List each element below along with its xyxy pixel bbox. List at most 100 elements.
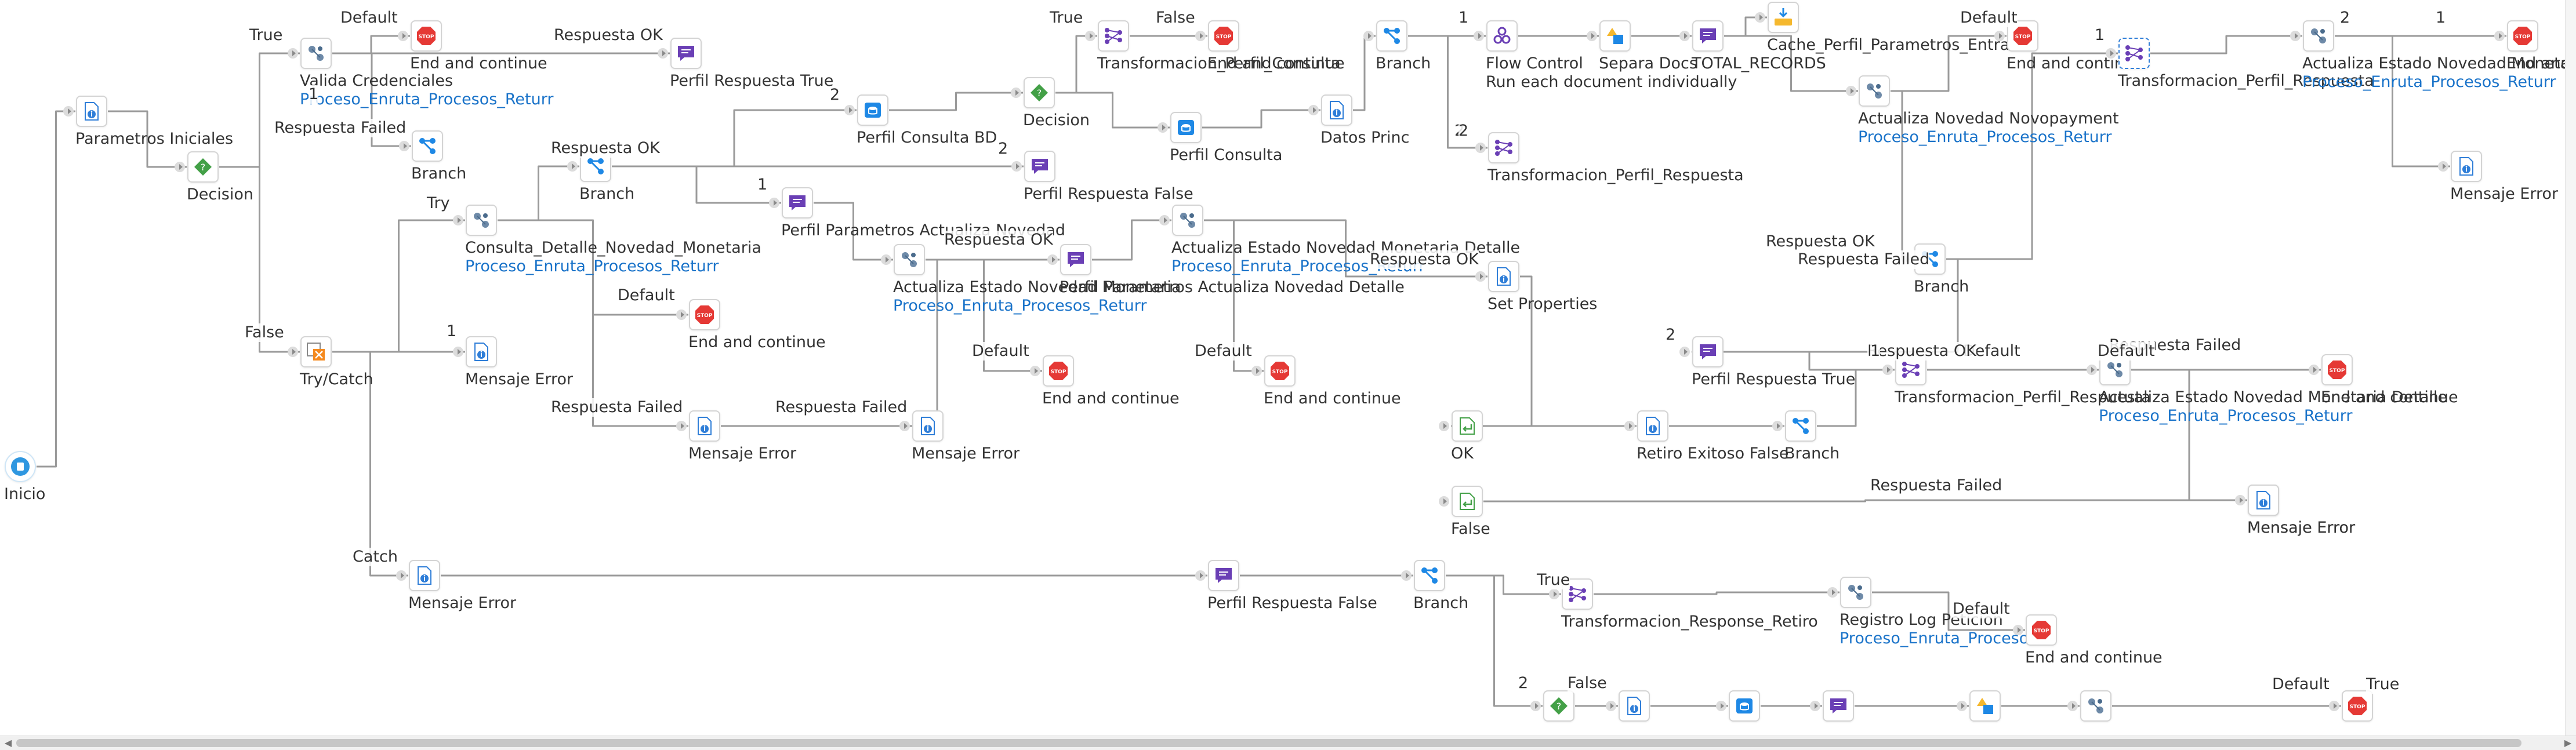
connector-handle[interactable] [453, 215, 463, 225]
connector-handle[interactable] [2438, 161, 2448, 172]
connector-handle[interactable] [1439, 421, 1449, 431]
connector-line[interactable] [1483, 499, 2247, 503]
decision-node[interactable]: ? [187, 151, 219, 183]
connector-line[interactable] [37, 110, 75, 468]
stop-node[interactable]: STOP [2321, 354, 2353, 385]
connector-handle[interactable] [2067, 701, 2078, 711]
connector-handle[interactable] [2309, 365, 2319, 375]
connector-line[interactable] [1408, 35, 1487, 149]
ok-return-node[interactable] [1452, 410, 1483, 442]
connector-handle[interactable] [1810, 701, 1820, 711]
connector-line[interactable] [612, 165, 781, 204]
connector-handle[interactable] [453, 347, 463, 357]
connector-line[interactable] [1353, 35, 1376, 111]
connector-handle[interactable] [2013, 625, 2023, 635]
connector-handle[interactable] [2106, 48, 2116, 59]
connector-handle[interactable] [1195, 570, 1206, 581]
subprocess-link[interactable]: Proceso_Enruta_Procesos_Returr [1858, 128, 2112, 146]
retiro-exitoso-false-node[interactable] [1637, 410, 1668, 442]
connector-handle[interactable] [1159, 215, 1170, 225]
connector-handle[interactable] [1011, 161, 1022, 172]
message-node[interactable] [1823, 690, 1854, 722]
connector-handle[interactable] [1846, 86, 1856, 96]
process-node[interactable] [2080, 690, 2111, 722]
connector-handle[interactable] [769, 198, 779, 208]
branch-node[interactable] [1376, 20, 1407, 52]
connector-handle[interactable] [1882, 365, 1893, 375]
actualiza-estado-detalle-node[interactable] [2303, 20, 2334, 52]
connector-line[interactable] [498, 165, 579, 221]
scrollbar-thumb[interactable] [16, 739, 2521, 747]
connector-handle[interactable] [2235, 495, 2245, 505]
stop-node[interactable]: STOP [1208, 20, 1239, 52]
connector-handle[interactable] [2087, 365, 2097, 375]
separa-docs-node[interactable] [1599, 20, 1631, 52]
connector-line[interactable] [1946, 52, 2118, 260]
perfil-respuesta-true-node[interactable] [670, 38, 702, 69]
stop-node[interactable]: STOP [2026, 614, 2057, 646]
scroll-left-arrow-icon[interactable]: ◀ [4, 737, 12, 748]
perfil-parametros-node[interactable] [782, 187, 813, 219]
connector-handle[interactable] [175, 162, 185, 172]
connector-handle[interactable] [1772, 421, 1783, 431]
connector-handle[interactable] [1755, 12, 1765, 23]
connector-handle[interactable] [676, 421, 687, 431]
stop-node[interactable]: STOP [1264, 355, 1296, 387]
stop-node[interactable]: STOP [1043, 355, 1074, 387]
branch-node[interactable] [412, 130, 443, 162]
mensaje-error-node[interactable] [689, 410, 720, 442]
registro-log-peticion-node[interactable] [1840, 577, 1871, 608]
connector-handle[interactable] [1549, 589, 1559, 599]
scroll-right-arrow-icon[interactable]: ▶ [2564, 737, 2572, 748]
actualiza-estado-novedad-node[interactable] [894, 244, 925, 275]
connector-line[interactable] [1202, 109, 1320, 129]
connector-line[interactable] [2150, 35, 2302, 54]
info-node[interactable] [1619, 690, 1650, 722]
mensaje-error-node[interactable] [466, 336, 497, 367]
connector-handle[interactable] [1475, 271, 1486, 282]
connector-handle[interactable] [1158, 122, 1168, 133]
stop-node[interactable]: STOP [411, 20, 442, 52]
connector-handle[interactable] [844, 105, 855, 115]
branch-node[interactable] [1914, 243, 1946, 275]
connector-handle[interactable] [288, 347, 298, 357]
false-return-node[interactable] [1452, 486, 1483, 517]
decision-node[interactable]: ? [1024, 77, 1055, 108]
actualiza-estado-detalle-node[interactable] [1172, 205, 1203, 236]
branch-node[interactable] [1414, 560, 1445, 591]
connector-handle[interactable] [399, 141, 409, 151]
mensaje-error-node[interactable] [2451, 151, 2482, 182]
set-node[interactable] [1969, 690, 2001, 722]
perfil-respuesta-false-node[interactable] [1024, 151, 1055, 182]
subprocess-link[interactable]: Proceso_Enruta_Procesos [1840, 629, 2037, 647]
try-catch-node[interactable] [300, 336, 332, 367]
connector-handle[interactable] [1363, 31, 1374, 41]
flow-control-node[interactable] [1486, 20, 1518, 52]
connector-line[interactable] [1594, 591, 1840, 595]
perfil-respuesta-true-node[interactable] [1692, 336, 1724, 367]
connector-handle[interactable] [1439, 496, 1449, 507]
consulta-detalle-node[interactable] [466, 205, 497, 236]
connector-line[interactable] [889, 92, 1023, 111]
subprocess-link[interactable]: Proceso_Enruta_Procesos_Returr [893, 297, 1147, 315]
connector-handle[interactable] [881, 254, 891, 265]
parametros-iniciales-node[interactable] [76, 96, 107, 127]
connector-handle[interactable] [1308, 105, 1319, 115]
cache-node[interactable] [1768, 2, 1799, 33]
connector-handle[interactable] [676, 310, 687, 320]
connector-line[interactable] [219, 52, 300, 168]
perfil-consulta-bd-node[interactable] [857, 94, 888, 126]
connector-handle[interactable] [1587, 31, 1597, 41]
connector-handle[interactable] [658, 48, 668, 59]
connector-line[interactable] [332, 219, 465, 353]
branch-node[interactable] [1785, 410, 1816, 442]
connector-handle[interactable] [63, 106, 74, 116]
connector-line[interactable] [612, 109, 857, 168]
connector-handle[interactable] [396, 570, 407, 581]
datos-princ-node[interactable] [1321, 94, 1352, 126]
subprocess-link[interactable]: Proceso_Enruta_Procesos_Returr [465, 257, 719, 275]
transformacion-node[interactable] [2118, 38, 2150, 69]
connector-handle[interactable] [1401, 570, 1412, 581]
mensaje-error-node[interactable] [2248, 485, 2279, 516]
